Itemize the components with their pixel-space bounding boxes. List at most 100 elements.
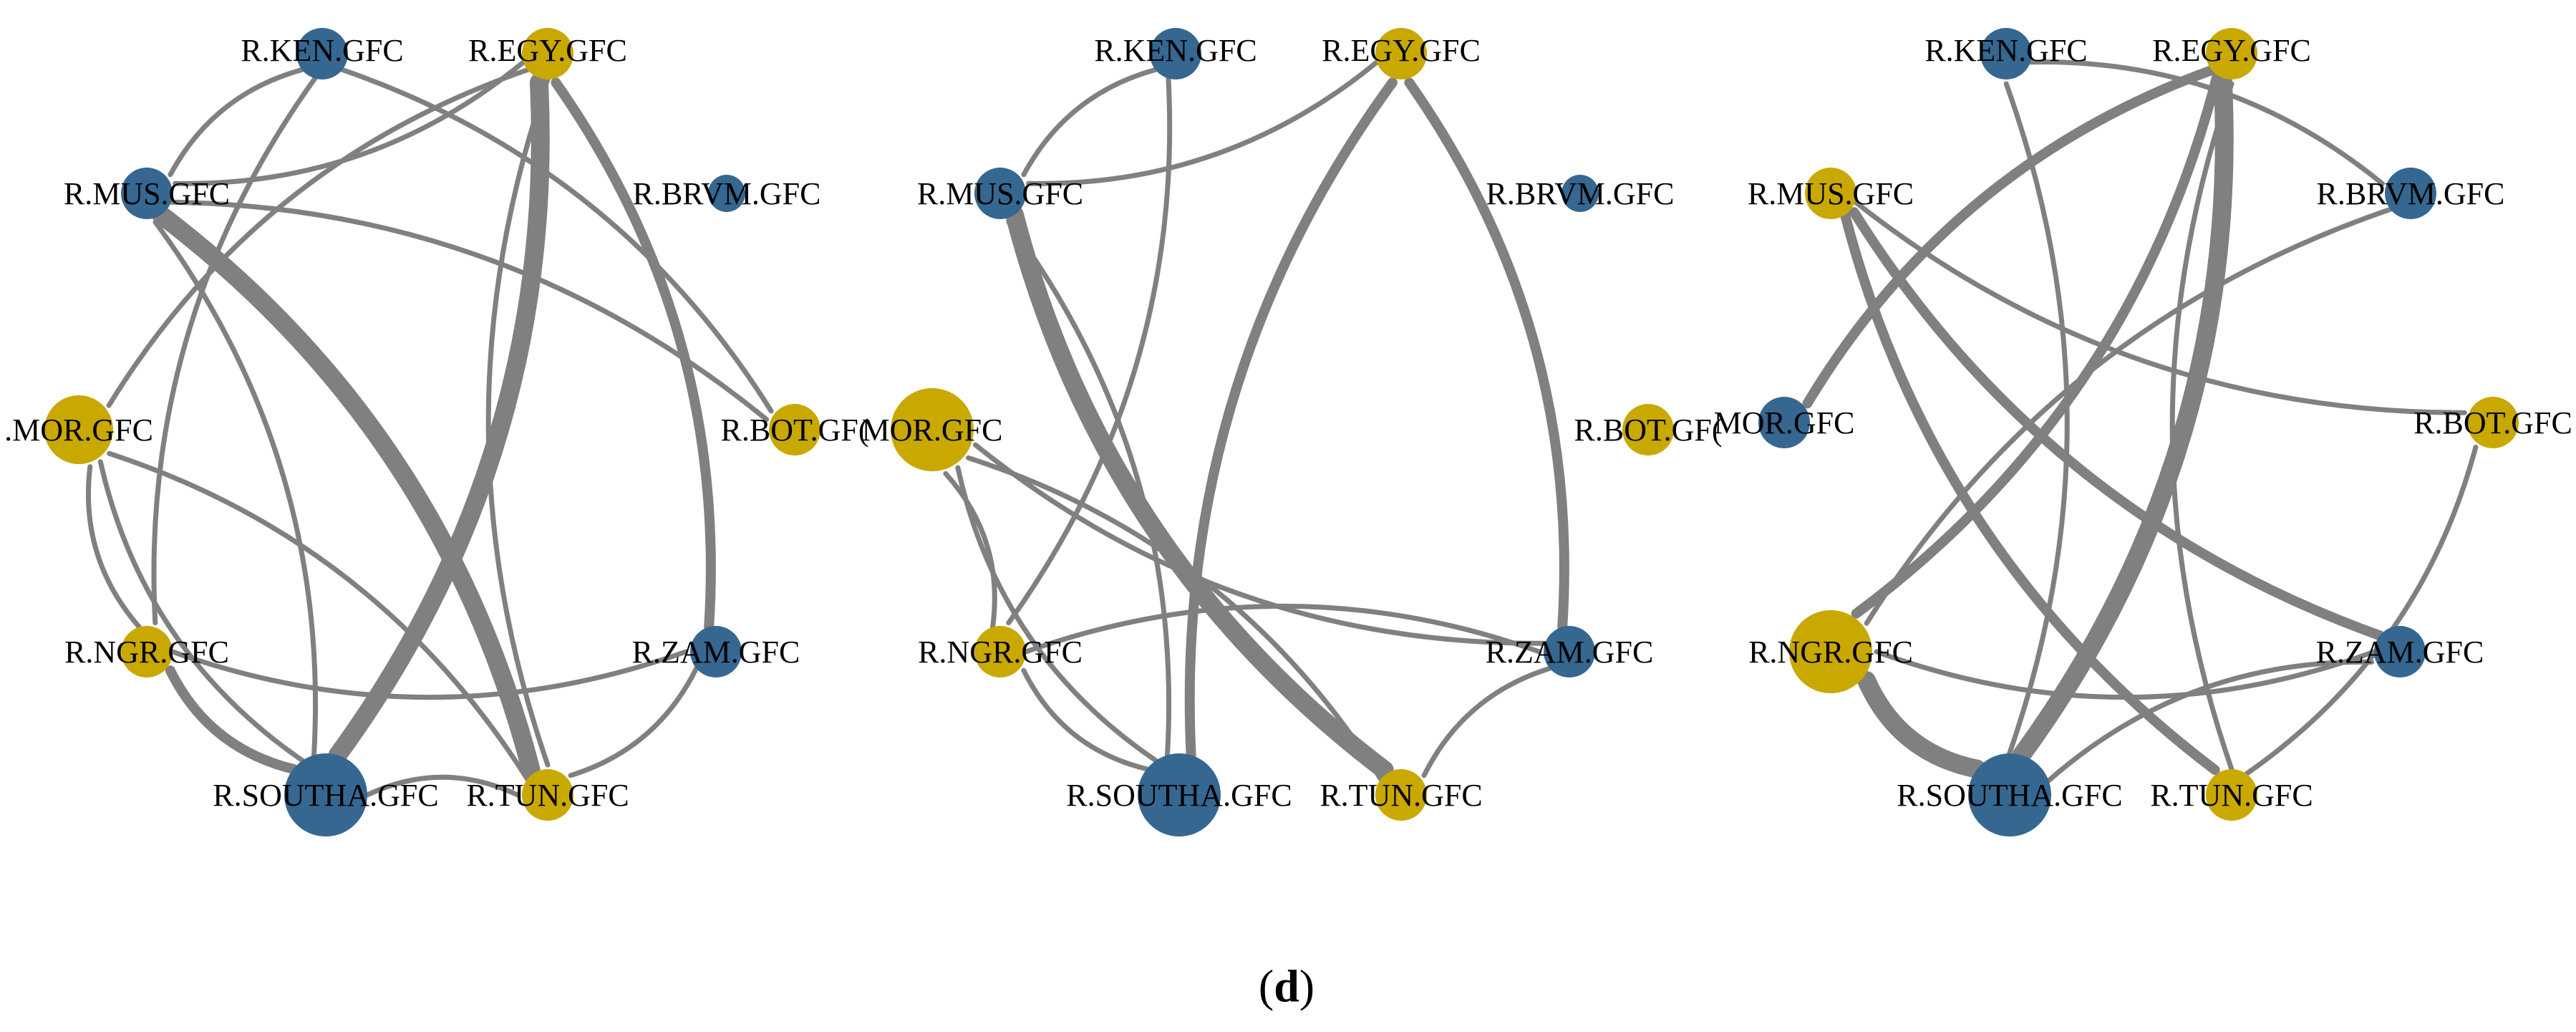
node-mus [974,168,1026,219]
node-mus [1805,168,1856,219]
node-label-tun: R.TUN.GFC [1320,778,1482,813]
edge-southa-to-mor [97,459,305,763]
node-zam [2374,626,2426,677]
edge-ken-to-mus [168,67,305,178]
edge-tun-to-mor [107,450,531,782]
edge-zam-to-ngr [1874,649,2377,700]
node-ken [296,28,348,79]
node-bot [1622,404,1674,455]
edge-southa-to-mor [955,465,1158,763]
edge-ngr-to-zam [1023,603,1542,655]
node-label-ken: R.KEN.GFC [1924,33,2087,68]
node-label-brvm: R.BRVM.GFC [2316,176,2504,211]
edge-layer [1802,59,2479,783]
edge-southa-to-egy [328,73,550,765]
edge-ngr-to-mor [86,464,142,630]
node-label-egy: R.EGY.GFC [468,33,627,68]
edge-tun-to-bot [2244,444,2479,776]
node-ngr [121,626,173,677]
node-label-zam: R.ZAM.GFC [632,635,800,670]
node-label-mus: R.MUS.GFC [64,176,230,211]
node-label-brvm: R.BRVM.GFC [1486,176,1674,211]
node-label-mor: MOR.GFC [1714,405,1855,440]
network-panel-3: R.KEN.GFC R.EGY.GFC R.MUS.GFC R.BRVM.GFC MOR… [1714,28,2572,836]
node-label-ngr: R.NGR.GFC [1748,635,1913,670]
node-bot [769,404,820,455]
node-southa [1968,753,2051,836]
node-tun [2206,769,2257,821]
edge-ngr-to-zam [170,649,689,700]
node-label-zam: R.ZAM.GFC [1486,635,1654,670]
node-ken [1980,28,2032,79]
edge-mus-to-tun [152,206,541,780]
node-label-bot: R.BOT.GFC [2413,405,2572,440]
figure-caption: (d) [1259,960,1314,1011]
edge-egy-to-mor [106,67,531,408]
node-southa [1138,753,1221,836]
node-label-egy: R.EGY.GFC [2152,33,2311,68]
node-ngr [974,626,1026,677]
node-label-mus: R.MUS.GFC [917,176,1083,211]
edge-southa-to-ngr [1857,671,1987,778]
edge-southa-to-mus [152,219,319,758]
node-label-southa: R.SOUTHA.GFC [1066,778,1292,813]
edge-ken-to-brvm [2028,59,2385,186]
node-label-egy: R.EGY.GFC [1322,33,1481,68]
edge-southa-to-ngr [165,665,299,774]
node-label-zam: R.ZAM.GFC [2316,635,2484,670]
edge-zam-to-egy [1404,77,1569,632]
edge-tun-to-egy [2169,81,2234,772]
edge-zam-to-mus [1849,207,2385,641]
edge-layer [86,59,774,798]
node-zam [1544,626,1595,677]
edge-southa-to-mus [1006,219,1172,758]
node-label-ngr: R.NGR.GFC [64,635,229,670]
node-brvm [708,175,745,212]
edge-zam-to-egy [551,77,716,632]
edge-egy-to-mor [1802,64,2217,409]
edge-egy-to-tun [485,77,551,768]
node-ken [1150,28,1201,79]
edge-layer [943,59,1569,782]
edge-mus-to-tun [1840,210,2220,776]
node-brvm [2385,168,2436,219]
edge-ken-to-ngr [1006,76,1173,626]
node-southa [284,753,367,836]
edge-ken-to-bot [339,67,774,414]
node-label-bot: R.BOT.GF( [721,413,869,448]
node-label-southa: R.SOUTHA.GFC [213,778,438,813]
node-label-mor: MOR.GFC [862,413,1003,448]
network-panel-2: R.KEN.GFC R.EGY.GFC R.MUS.GFC R.BRVM.GFC MOR… [862,28,1723,836]
node-brvm [1561,175,1599,212]
edge-ken-to-ngr [151,76,318,626]
node-label-brvm: R.BRVM.GFC [632,176,820,211]
node-label-ken: R.KEN.GFC [241,33,403,68]
edge-mus-to-bot [1852,199,2467,415]
node-label-ken: R.KEN.GFC [1094,33,1256,68]
node-ngr [1789,610,1872,693]
edge-egy-to-mus [173,59,526,186]
node-mor [1758,397,1810,448]
node-label-bot: R.BOT.GF( [1574,413,1723,448]
edge-brvm-to-ngr [1864,206,2393,626]
node-mor [44,395,113,464]
edge-zam-to-mor [972,442,1548,646]
edge-ken-to-mus [1021,67,1158,178]
node-tun [1375,769,1427,821]
node-label-tun: R.TUN.GFC [2150,778,2313,813]
edge-southa-to-ken [2003,81,2070,756]
edge-zam-to-tun [568,665,699,778]
edge-zam-to-tun [1421,665,1553,778]
node-mor [891,388,974,471]
edge-egy-to-mus [1026,59,1380,186]
edge-southa-to-tun [364,774,520,798]
node-label-southa: R.SOUTHA.GFC [1897,778,2122,813]
node-label-tun: R.TUN.GFC [466,778,629,813]
node-bot [2467,397,2519,448]
node-label-mus: R.MUS.GFC [1748,176,1914,211]
edge-mus-to-bot [168,199,769,423]
node-label-ngr: R.NGR.GFC [918,635,1083,670]
edge-ngr-to-mor [943,471,997,630]
